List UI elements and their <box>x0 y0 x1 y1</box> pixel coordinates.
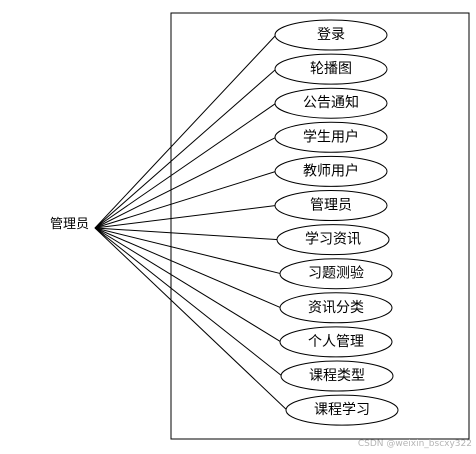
use-case-label: 教师用户 <box>303 162 359 179</box>
use-case-label: 学习资讯 <box>305 232 361 248</box>
use-case-ellipse <box>274 190 388 221</box>
use-case: 课程学习 <box>285 394 399 426</box>
use-case-label: 轮播图 <box>310 61 352 77</box>
use-case-ellipse <box>274 121 388 153</box>
use-case: 个人管理 <box>279 326 393 358</box>
use-case-label: 登录 <box>317 27 345 43</box>
use-case: 登录 <box>274 19 388 51</box>
use-case-ellipse <box>274 87 388 119</box>
use-case: 习题测验 <box>279 258 393 290</box>
use-case-ellipse <box>274 155 388 187</box>
use-case-label: 个人管理 <box>308 334 364 350</box>
watermark: CSDN @weixin_bscxy322 <box>358 439 472 449</box>
use-case-label: 管理员 <box>310 198 352 214</box>
use-case-label: 课程学习 <box>314 402 370 418</box>
actor-label: 管理员 <box>50 217 89 232</box>
use-case-label: 公告通知 <box>303 94 359 111</box>
use-case-ellipse <box>279 292 393 324</box>
use-case-label: 资讯分类 <box>308 300 364 316</box>
use-case-ellipse <box>285 394 399 426</box>
association-line <box>94 68 277 229</box>
use-case: 管理员 <box>274 190 388 221</box>
use-case: 学习资讯 <box>276 224 390 256</box>
use-case-label: 习题测验 <box>308 266 364 282</box>
use-case-ellipse <box>276 224 390 256</box>
use-case-ellipse <box>279 258 393 290</box>
association-line <box>94 34 277 229</box>
association-lines <box>94 34 288 411</box>
association-line <box>94 227 283 377</box>
use-case-ellipse <box>280 360 394 392</box>
association-line <box>94 102 277 229</box>
association-line <box>94 227 282 275</box>
association-line <box>94 170 277 229</box>
association-line <box>94 227 282 343</box>
use-case: 学生用户 <box>274 121 388 153</box>
use-case-label: 课程类型 <box>309 368 365 384</box>
use-case: 课程类型 <box>280 360 394 392</box>
use-case-label: 学生用户 <box>303 128 359 145</box>
association-line <box>94 205 277 229</box>
association-line <box>94 227 282 309</box>
use-case: 公告通知 <box>274 87 388 119</box>
use-case-ellipse <box>279 326 393 358</box>
association-line <box>94 227 288 411</box>
use-case-ellipse <box>274 19 388 51</box>
use-case: 资讯分类 <box>279 292 393 324</box>
association-line <box>94 136 277 229</box>
association-line <box>94 227 279 241</box>
use-case: 轮播图 <box>274 53 388 85</box>
use-case: 教师用户 <box>274 155 388 187</box>
use-case-ellipse <box>274 53 388 85</box>
use-case-list: 登录轮播图公告通知学生用户教师用户管理员学习资讯习题测验资讯分类个人管理课程类型… <box>274 19 399 426</box>
system-boundary <box>170 12 470 440</box>
